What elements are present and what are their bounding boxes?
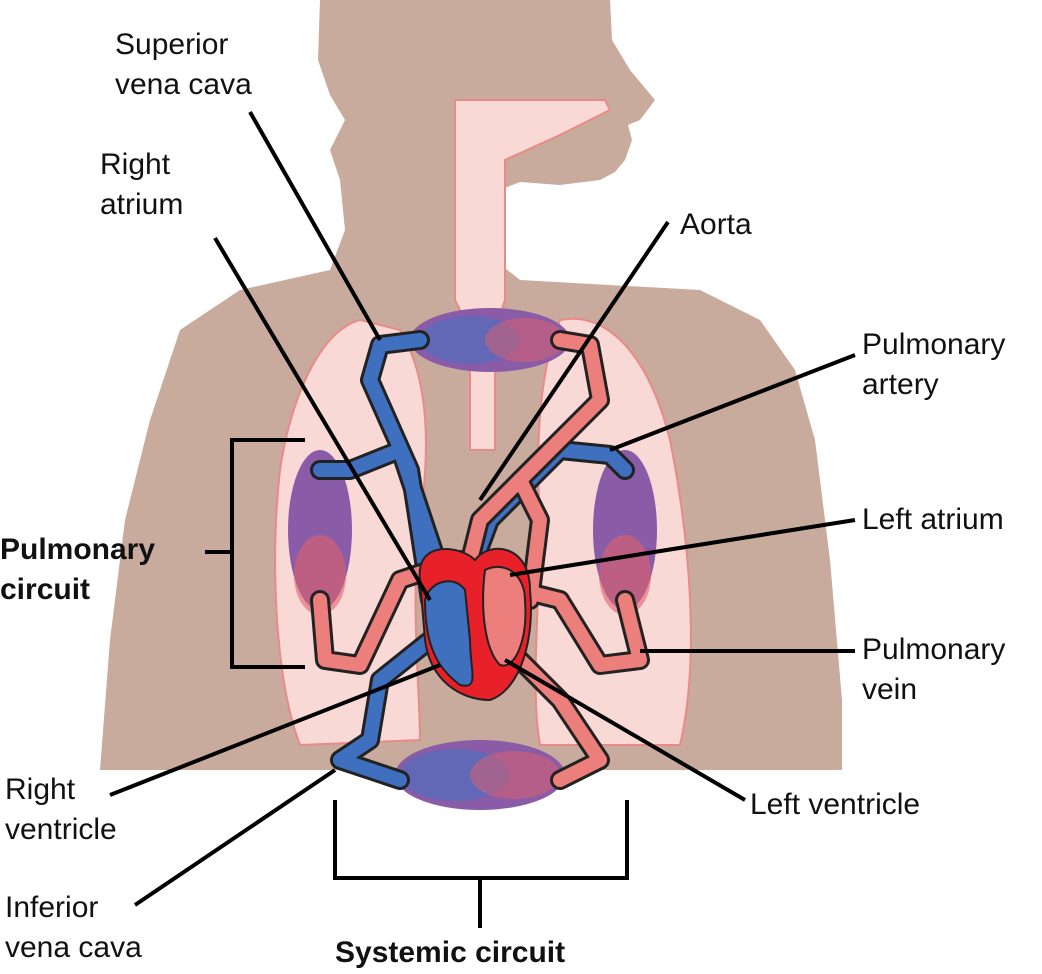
label-aorta: Aorta (680, 208, 752, 241)
leader-right-ventricle (109, 663, 441, 797)
label-line: Right (5, 773, 76, 806)
label-inferior-vena-cava: Inferior vena cava (5, 888, 142, 968)
label-line: Pulmonary (862, 328, 1006, 361)
right-heart-chambers (423, 580, 474, 687)
label-pulmonary-artery: Pulmonary artery (862, 325, 1005, 405)
label-left-ventricle: Left ventricle (750, 788, 921, 821)
label-line: atrium (100, 188, 184, 221)
systemic-circuit-bracket (333, 800, 629, 928)
leader-left-atrium (509, 518, 856, 577)
label-line: circuit (0, 573, 91, 606)
label-pulmonary-circuit: Pulmonary circuit (0, 530, 155, 610)
label-line: Pulmonary (862, 633, 1006, 666)
capillary-bed-head (410, 308, 570, 372)
label-line: Pulmonary (0, 533, 156, 566)
pulmonary-circuit-bracket (205, 438, 305, 669)
label-line: Superior (115, 28, 229, 61)
capillary-bed-right-lung (288, 450, 352, 615)
leader-inferior-vena-cava (133, 768, 337, 907)
leader-left-ventricle (503, 658, 747, 802)
label-line: Right (100, 148, 171, 181)
leader-pulmonary-artery (609, 353, 856, 452)
label-line: ventricle (5, 813, 117, 846)
label-line: vein (862, 673, 918, 706)
label-pulmonary-vein: Pulmonary vein (862, 630, 1005, 710)
label-left-atrium: Left atrium (862, 503, 1004, 536)
capillary-bed-body (395, 740, 565, 810)
label-line: vena cava (5, 931, 142, 964)
leader-aorta (478, 220, 670, 502)
label-right-atrium: Right atrium (100, 145, 183, 225)
label-right-ventricle: Right ventricle (5, 770, 117, 850)
label-line: Inferior (5, 891, 99, 924)
label-line: vena cava (115, 68, 252, 101)
leader-superior-vena-cava (248, 111, 382, 341)
leader-right-atrium (213, 236, 432, 602)
label-line: artery (862, 368, 939, 401)
label-superior-vena-cava: Superior vena cava (115, 25, 252, 105)
label-systemic-circuit: Systemic circuit (335, 936, 566, 969)
